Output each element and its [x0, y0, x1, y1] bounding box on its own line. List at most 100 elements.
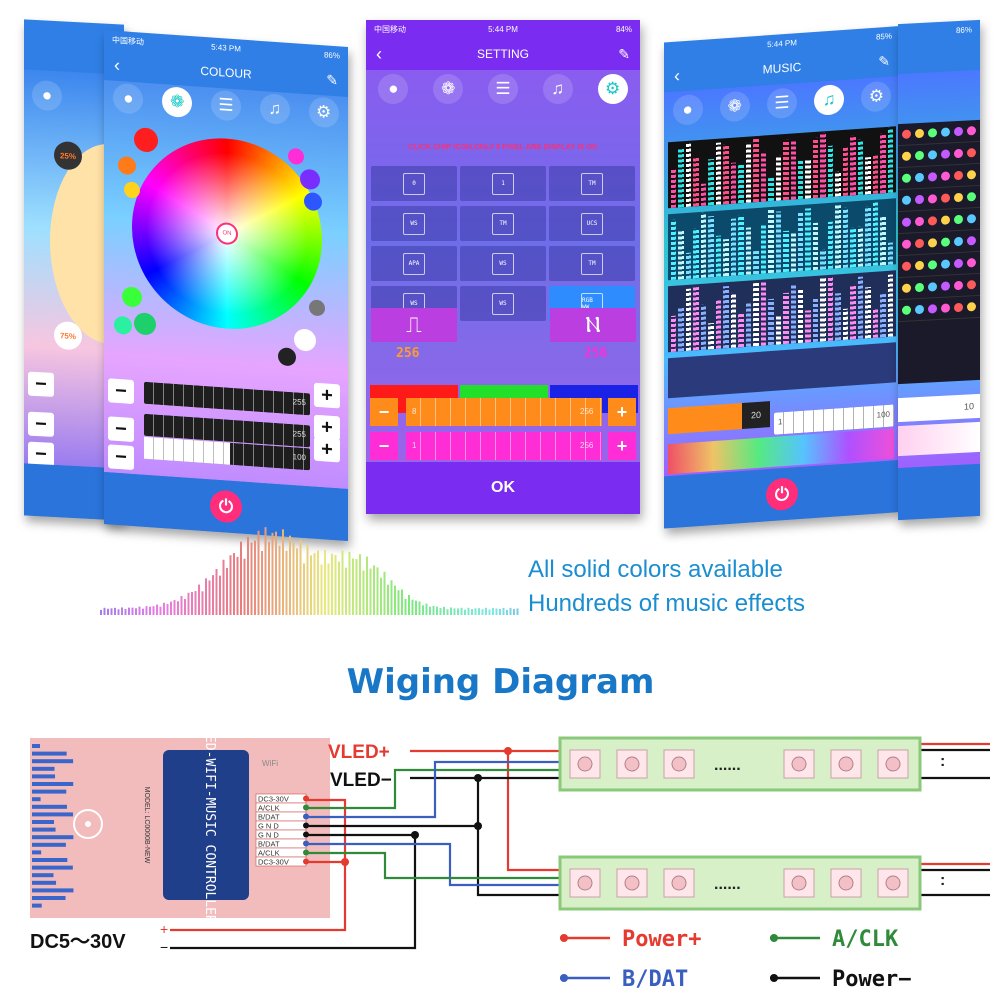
equalizer-bar [177, 601, 179, 615]
preset-yellow-dot[interactable] [124, 181, 140, 199]
chip-option[interactable]: 0 [371, 166, 457, 201]
preset-green2-dot[interactable] [134, 312, 156, 336]
music-note-icon[interactable]: ♫ [814, 83, 845, 117]
effect-row[interactable] [898, 295, 980, 323]
equalizer-bar [331, 553, 333, 615]
equalizer-bar [317, 550, 319, 615]
bulb-icon[interactable]: ● [672, 93, 703, 126]
back-icon[interactable]: ‹ [674, 64, 680, 86]
gear-icon[interactable]: ⚙ [308, 96, 339, 129]
music-note-icon[interactable]: ♫ [259, 92, 290, 125]
gear-icon[interactable]: ⚙ [861, 80, 892, 113]
equalizer-bar [212, 575, 214, 615]
controller-label-plate [163, 750, 249, 900]
chip-option[interactable]: 1 [460, 166, 546, 201]
equalizer-bar [156, 604, 158, 615]
setting-phone: 中国移动 5:44 PM 84% ‹ SETTING ✎ ● ❁ ☰ ♫ ⚙ C… [366, 20, 640, 514]
minus-button[interactable]: − [108, 378, 134, 405]
plus-button[interactable]: + [314, 436, 340, 463]
equalizer-bar [478, 608, 480, 615]
equalizer-bar [271, 532, 274, 615]
equalizer-bar [502, 607, 505, 615]
ok-button[interactable]: OK [366, 462, 640, 514]
equalizer-bar [128, 607, 130, 615]
preset-white-dot[interactable] [294, 328, 316, 352]
equalizer-bar [296, 548, 298, 615]
minus-button[interactable]: − [370, 432, 398, 460]
controller-sound-bar [32, 850, 42, 855]
chip-icon: 1 [492, 172, 514, 195]
chip-option[interactable]: TM [460, 206, 546, 241]
plus-button[interactable]: + [608, 432, 636, 460]
wire-junctions [341, 747, 512, 866]
list-icon[interactable]: ☰ [487, 74, 518, 104]
preset-gray-dot[interactable] [309, 299, 325, 317]
preset-black-dot[interactable] [278, 347, 296, 367]
preset-green-dot[interactable] [122, 286, 142, 308]
wave-left-button[interactable]: ⎍ [371, 308, 457, 342]
sensitivity-slider[interactable] [668, 403, 742, 435]
preset-mint-dot[interactable] [114, 315, 132, 335]
equalizer-bar [138, 606, 141, 615]
controller-sound-bar [32, 804, 67, 809]
back-icon[interactable]: ‹ [114, 54, 120, 75]
terminal-label: DC3-30V [258, 858, 289, 867]
pixel-count-slider[interactable] [406, 398, 602, 426]
controller-sound-bar [32, 888, 74, 893]
minus-button[interactable]: − [108, 444, 134, 471]
bulb-icon[interactable]: ● [113, 82, 144, 115]
edit-icon[interactable]: ✎ [878, 52, 890, 70]
caption-line-1: All solid colors available [528, 556, 783, 583]
back-icon[interactable]: ‹ [376, 43, 382, 64]
edit-icon[interactable]: ✎ [326, 71, 338, 88]
pixel-count-row: − 8 256 + [370, 398, 636, 426]
power-button[interactable]: ⏻ [210, 489, 242, 524]
chip-icon: TM [581, 172, 603, 195]
status-bar: 中国移动 5:44 PM 84% [366, 20, 640, 38]
chip-option[interactable]: WS [460, 286, 546, 321]
minus-button[interactable]: − [370, 398, 398, 426]
equalizer-bar [278, 545, 281, 615]
led-lens [838, 875, 854, 891]
minus-button[interactable]: − [108, 416, 134, 443]
preset-orange-dot[interactable] [118, 155, 136, 176]
palette-icon[interactable]: ❁ [433, 74, 464, 104]
plus-button[interactable]: + [608, 398, 636, 426]
chip-option[interactable]: TM [549, 246, 635, 281]
palette-icon[interactable]: ❁ [162, 86, 193, 119]
chip-option[interactable]: WS [460, 246, 546, 281]
minus-button[interactable]: − [28, 371, 54, 397]
bulb-icon[interactable]: ● [32, 79, 62, 112]
controller-sound-bar [32, 827, 56, 832]
bottom-bar [898, 463, 980, 521]
equalizer-bar [268, 541, 270, 615]
chip-option[interactable]: UCS [549, 206, 635, 241]
chip-option[interactable]: APA [371, 246, 457, 281]
battery-label: 84% [615, 24, 632, 34]
preset-magenta-dot[interactable] [288, 147, 304, 165]
wave-right-button[interactable]: Ⲛ [550, 308, 636, 342]
bulb-icon[interactable]: ● [378, 74, 409, 104]
gear-icon[interactable]: ⚙ [597, 74, 628, 104]
power-button[interactable]: ⏻ [766, 477, 798, 512]
controller-button-ring [73, 809, 103, 839]
plus-button[interactable]: + [314, 382, 340, 409]
chip-option[interactable]: WS [371, 206, 457, 241]
led-chip [783, 868, 815, 898]
preset-blue-dot[interactable] [304, 191, 322, 212]
wheel-knob[interactable]: ON [216, 221, 238, 246]
list-icon[interactable]: ☰ [766, 87, 797, 120]
palette-icon[interactable]: ❁ [719, 90, 750, 123]
led-lens [791, 756, 807, 772]
list-icon[interactable]: ☰ [210, 89, 241, 122]
music-note-icon[interactable]: ♫ [542, 74, 573, 104]
edit-icon[interactable]: ✎ [618, 45, 630, 62]
equalizer-bar [352, 558, 354, 615]
preset-violet-dot[interactable] [300, 168, 320, 191]
legend-label: B/DAT [622, 967, 688, 992]
minus-button[interactable]: − [28, 411, 54, 437]
segment-slider[interactable] [406, 432, 602, 460]
chip-option[interactable]: TM [549, 166, 635, 201]
equalizer-bar [222, 559, 225, 615]
